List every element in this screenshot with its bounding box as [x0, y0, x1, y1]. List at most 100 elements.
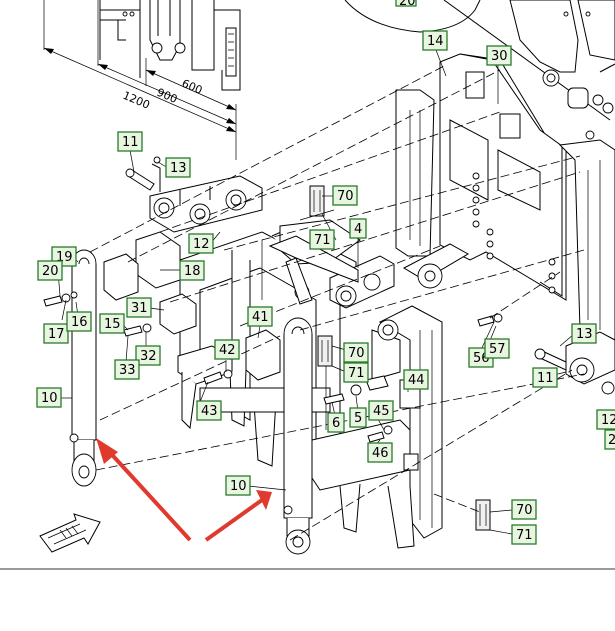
callout-12-top: 12: [188, 233, 214, 254]
callout-box: [135, 345, 161, 366]
direction-arrow-icon: [39, 513, 101, 553]
callout-number: 20: [399, 0, 416, 9]
callout-11-right: 11: [532, 367, 558, 388]
callout-32: 32: [135, 345, 161, 366]
callout-box: [343, 342, 369, 363]
callout-number: 13: [170, 161, 187, 176]
callout-44: 44: [403, 369, 429, 390]
callout-10-left: 10: [36, 387, 62, 408]
callout-box: [343, 362, 369, 383]
callout-5: 5: [349, 407, 367, 428]
callout-46: 46: [367, 442, 393, 463]
callout-12-right: 12: [596, 409, 615, 430]
callout-10-right: 10: [225, 475, 251, 496]
callout-box: [99, 313, 125, 334]
callout-box: [43, 323, 69, 344]
callout-number: 17: [48, 327, 65, 342]
callout-box: [604, 429, 615, 450]
callout-number: 10: [41, 391, 58, 406]
callout-number: 11: [537, 371, 554, 386]
callout-box: [117, 131, 143, 152]
callout-number: 70: [348, 346, 365, 361]
callout-box: [179, 260, 205, 281]
callout-number: 18: [184, 264, 201, 279]
callout-42: 42: [214, 339, 240, 360]
dim-900: 900: [155, 86, 179, 106]
callout-box: [349, 218, 367, 239]
pin-11-top: [125, 156, 161, 192]
callout-number: 11: [122, 135, 139, 150]
callout-13-top: 13: [165, 157, 191, 178]
upper-cross-beam: [149, 175, 263, 233]
red-arrow-icon: [96, 438, 192, 542]
callout-number: 2: [608, 433, 615, 448]
callout-box: [368, 400, 394, 421]
callout-box: [395, 0, 417, 7]
callout-number: 6: [332, 416, 340, 431]
callout-70-bottom: 70: [511, 499, 537, 520]
callout-box: [349, 407, 367, 428]
callout-box: [422, 30, 448, 51]
callout-box: [571, 323, 597, 344]
callout-16: 16: [66, 311, 92, 332]
callout-number: 44: [408, 373, 425, 388]
callouts: 20 14 30 11 13 70 71 4 12 18 19 20 17 16…: [36, 0, 615, 545]
callout-17: 17: [43, 323, 69, 344]
callout-box: [214, 339, 240, 360]
sensor-top: [299, 185, 335, 221]
callout-number: 42: [219, 343, 236, 358]
callout-box: [36, 387, 62, 408]
callout-box: [247, 306, 273, 327]
callout-box: [114, 359, 140, 380]
callout-71-top: 71: [309, 229, 335, 250]
callout-number: 45: [373, 404, 390, 419]
callout-41: 41: [247, 306, 273, 327]
callout-30: 30: [486, 45, 512, 66]
callout-box: [532, 367, 558, 388]
callout-number: 30: [491, 49, 508, 64]
bottom-panel: [0, 568, 615, 631]
callout-box: [225, 475, 251, 496]
callout-number: 70: [337, 189, 354, 204]
bracket-4: [268, 235, 359, 305]
callout-box: [511, 524, 537, 545]
sensor-mid: [317, 335, 333, 367]
callout-number: 33: [119, 363, 136, 378]
callout-33: 33: [114, 359, 140, 380]
callout-number: 31: [131, 301, 148, 316]
callout-number: 16: [71, 315, 88, 330]
callout-number: 13: [576, 327, 593, 342]
exploded-parts-diagram: 1200 900 600: [36, 0, 615, 555]
callout-box: [403, 369, 429, 390]
callout-57: 57: [484, 338, 510, 359]
callout-box: [37, 260, 63, 281]
callout-number: 12: [601, 413, 615, 428]
callout-number: 15: [104, 317, 121, 332]
callout-number: 32: [140, 349, 157, 364]
red-arrow-icon: [204, 490, 272, 542]
callout-number: 4: [354, 222, 362, 237]
callout-71-mid: 71: [343, 362, 369, 383]
callout-box: [196, 400, 222, 421]
callout-20: 20: [37, 260, 63, 281]
callout-number: 14: [427, 34, 444, 49]
callout-box: [511, 499, 537, 520]
callout-6: 6: [327, 412, 345, 433]
callout-14: 14: [422, 30, 448, 51]
callout-box: [188, 233, 214, 254]
callout-number: 57: [489, 342, 506, 357]
carriage-plate-back: [395, 53, 615, 346]
callout-number: 5: [354, 411, 362, 426]
callout-70-mid: 70: [343, 342, 369, 363]
callout-box: [66, 311, 92, 332]
callout-box: [484, 338, 510, 359]
hardware: [43, 291, 503, 443]
assembly-lines: [89, 65, 585, 541]
callout-number: 46: [372, 446, 389, 461]
callout-4: 4: [349, 218, 367, 239]
callout-number: 70: [516, 503, 533, 518]
callout-70-top: 70: [332, 185, 358, 206]
callout-13-right: 13: [571, 323, 597, 344]
callout-11-top: 11: [117, 131, 143, 152]
callout-box: [596, 409, 615, 430]
